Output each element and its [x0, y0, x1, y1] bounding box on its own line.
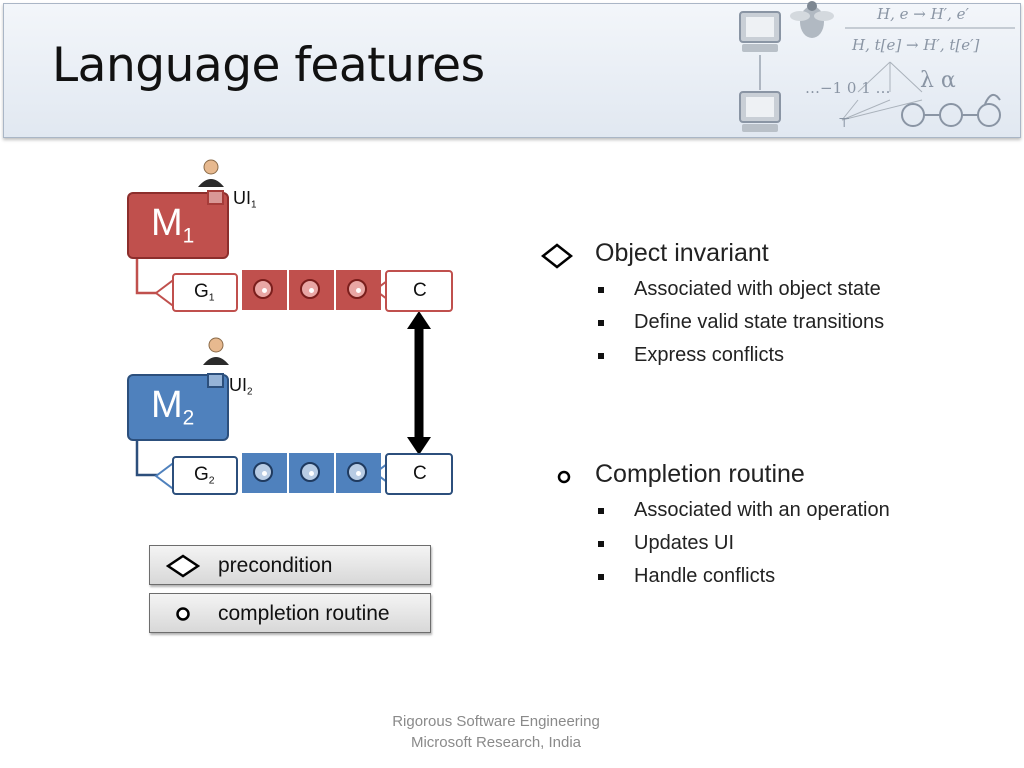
- state-machine-icon: [901, 93, 1001, 127]
- queue-cell: [242, 453, 287, 493]
- diamond-icon: [166, 554, 200, 578]
- footer-line-1: Rigorous Software Engineering: [392, 713, 600, 730]
- m2-subscript: 2: [182, 406, 195, 430]
- decorative-illustration: [739, 1, 1015, 132]
- slide-title: Language features: [52, 38, 485, 93]
- c1-box: C: [385, 270, 453, 312]
- diamond-bullet-icon: [541, 243, 573, 269]
- legend-precondition-label: precondition: [218, 554, 333, 577]
- g2-box: G2: [172, 456, 238, 495]
- m2-box: M2: [127, 374, 229, 441]
- formula-1: H, e → H′, e′: [877, 5, 969, 23]
- user-icon: [203, 337, 229, 365]
- computer-icon: [739, 91, 781, 132]
- legend-completion-routine-label: completion routine: [218, 602, 390, 625]
- completion-heading: Completion routine: [595, 460, 805, 488]
- lattice-labels: …−1 0 1 …: [805, 79, 891, 97]
- c2-label: C: [413, 463, 427, 484]
- completion-routine-icon: [253, 279, 273, 299]
- square-bullet-icon: [598, 320, 604, 326]
- operation-queue-2: [242, 453, 383, 493]
- title-bar: [3, 3, 1021, 138]
- legend-completion-routine: completion routine: [149, 593, 431, 633]
- ui2-label: UI2: [229, 375, 253, 398]
- queue-cell: [336, 453, 381, 493]
- computer-icon: [739, 11, 781, 52]
- ui1-label: UI1: [233, 188, 257, 211]
- invariant-item: Define valid state transitions: [634, 311, 885, 333]
- bug-icon: [790, 1, 834, 38]
- legend-precondition: precondition: [149, 545, 431, 585]
- square-bullet-icon: [598, 541, 604, 547]
- footer-line-2: Microsoft Research, India: [410, 734, 582, 751]
- square-bullet-icon: [598, 574, 604, 580]
- c2-box: C: [385, 453, 453, 495]
- queue-cell: [289, 453, 334, 493]
- ui2-square: [207, 373, 224, 388]
- m1-subscript: 1: [182, 224, 195, 248]
- completion-routine-icon: [300, 279, 320, 299]
- completion-item: Associated with an operation: [634, 499, 890, 521]
- square-bullet-icon: [598, 353, 604, 359]
- completion-routine-icon: [347, 462, 367, 482]
- c1-label: C: [413, 280, 427, 301]
- formula-2: H, t[e] → H′, t[e′]: [852, 36, 980, 54]
- top-symbol: ⊤: [838, 116, 851, 131]
- circle-bullet-icon: [557, 470, 571, 484]
- queue-cell: [242, 270, 287, 310]
- completion-item: Handle conflicts: [634, 565, 776, 587]
- square-bullet-icon: [598, 508, 604, 514]
- completion-routine-icon: [347, 279, 367, 299]
- queue-cell: [336, 270, 381, 310]
- completion-item: Updates UI: [634, 532, 735, 554]
- queue-cell: [289, 270, 334, 310]
- ui1-square: [207, 190, 224, 205]
- invariant-item: Associated with object state: [634, 278, 881, 300]
- double-arrow: [407, 311, 431, 455]
- completion-routine-icon: [300, 462, 320, 482]
- square-bullet-icon: [598, 287, 604, 293]
- invariant-heading: Object invariant: [595, 239, 769, 267]
- completion-routine-icon: [253, 462, 273, 482]
- g1-box: G1: [172, 273, 238, 312]
- user-icon: [198, 159, 224, 187]
- invariant-item: Express conflicts: [634, 344, 785, 366]
- operation-queue-1: [242, 270, 383, 310]
- lambda-alpha-symbols: λ α: [920, 68, 956, 93]
- m1-label: M: [151, 202, 183, 244]
- m2-label: M: [151, 384, 183, 426]
- circle-icon: [176, 607, 190, 621]
